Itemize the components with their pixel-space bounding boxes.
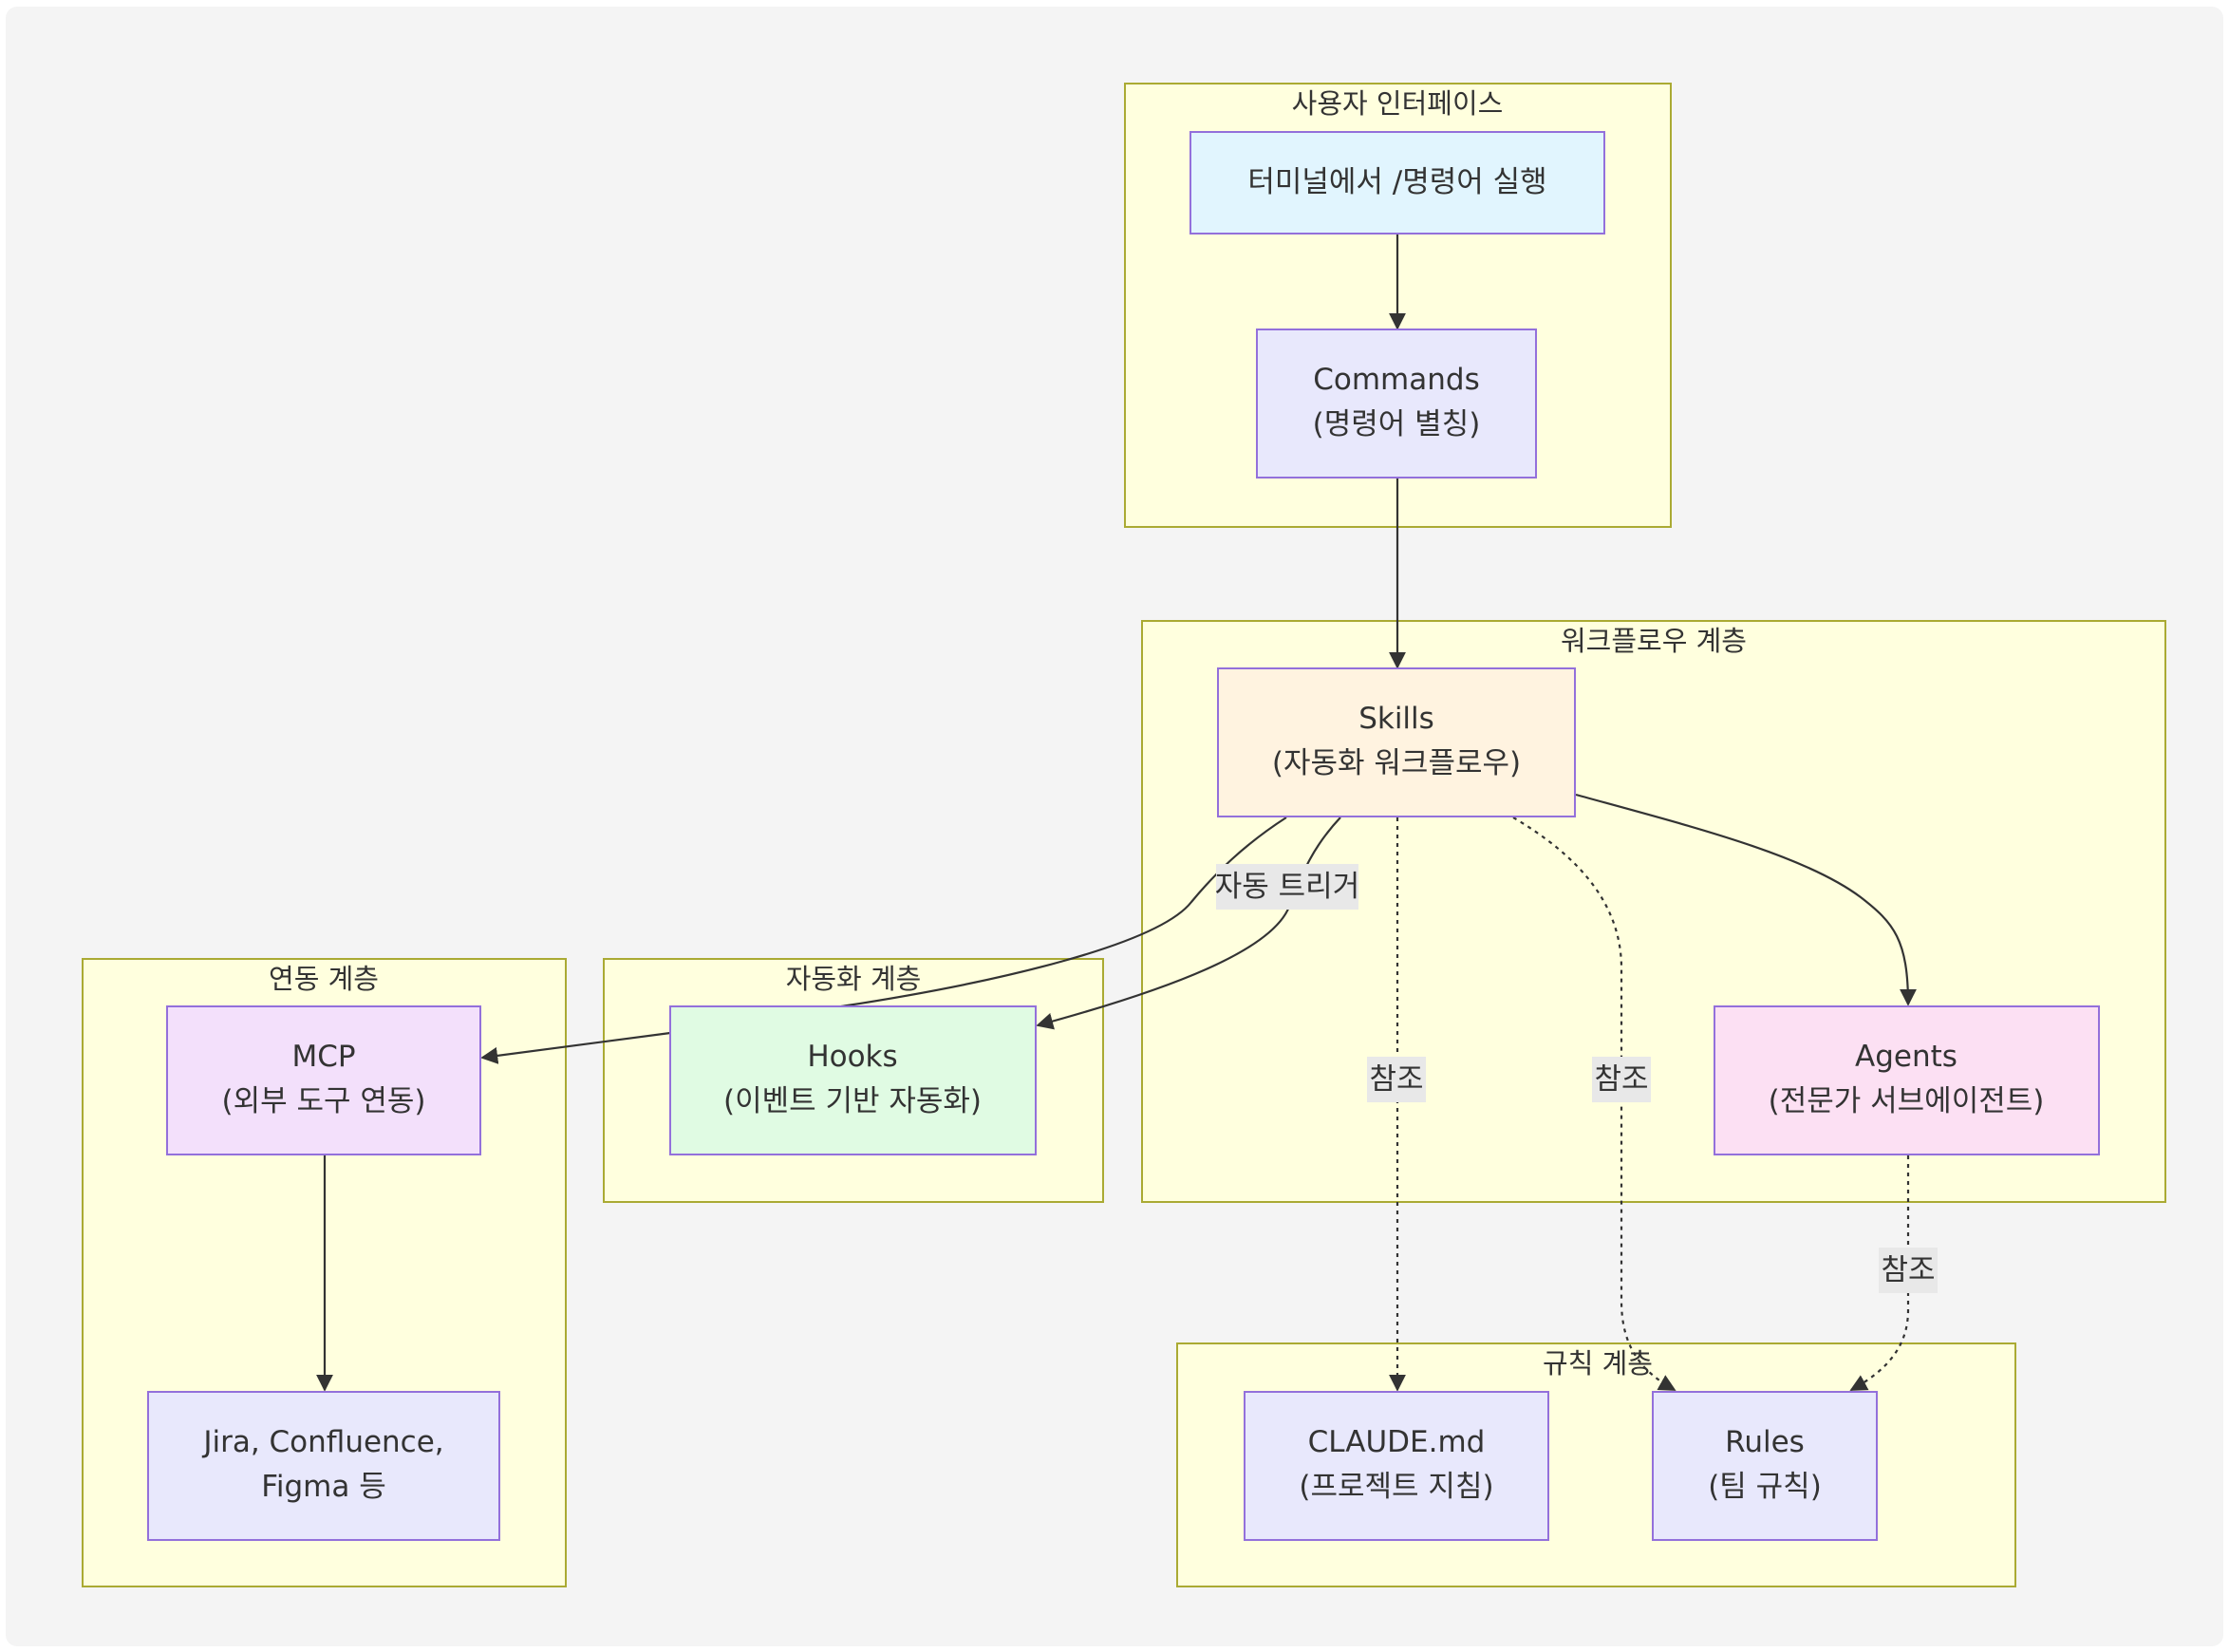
node-skills: Skills (자동화 워크플로우): [1217, 667, 1576, 817]
node-terminal-box: [1189, 131, 1605, 235]
svg-text:Rules: Rules: [1725, 1425, 1805, 1459]
node-commands: Commands (명령어 별칭): [1256, 329, 1537, 479]
node-claude-md-box: [1244, 1391, 1549, 1541]
node-terminal: 터미널에서 /명령어 실행: [1189, 131, 1605, 235]
node-rules-box: [1652, 1391, 1878, 1541]
node-external-tools: Jira, Confluence, Figma 등: [147, 1391, 500, 1541]
svg-text:자동 트리거: 자동 트리거: [1215, 870, 1359, 904]
svg-text:(자동화 워크플로우): (자동화 워크플로우): [1272, 746, 1521, 780]
cluster-workflow-layer-title: 워크플로우 계층: [1561, 625, 1747, 657]
svg-text:Hooks: Hooks: [807, 1040, 897, 1074]
svg-text:Skills: Skills: [1358, 702, 1434, 736]
node-mcp-box: [166, 1005, 481, 1155]
edge-label-auto-trigger: 자동 트리거: [1215, 864, 1359, 910]
edge-skills-to-hooks: [1036, 817, 1341, 1030]
svg-text:참조: 참조: [1369, 1062, 1423, 1097]
edge-skills-to-rules: [1512, 817, 1676, 1391]
edge-label-ref-rules: 참조: [1592, 1057, 1651, 1102]
node-hooks-box: [669, 1005, 1037, 1155]
node-hooks: Hooks (이벤트 기반 자동화): [669, 1005, 1037, 1155]
svg-text:(프로젝트 지침): (프로젝트 지침): [1299, 1470, 1493, 1504]
edge-label-ref-agents-rules: 참조: [1879, 1248, 1938, 1293]
cluster-automation-layer-title: 자동화 계층: [786, 963, 922, 995]
node-external-tools-box: [147, 1391, 500, 1541]
cluster-user-interface-title: 사용자 인터페이스: [1292, 87, 1504, 120]
edge-hooks-to-mcp: [480, 1031, 671, 1064]
node-agents-box: [1714, 1005, 2100, 1155]
svg-text:(전문가 서브에이전트): (전문가 서브에이전트): [1769, 1084, 2045, 1118]
svg-text:Jira, Confluence,: Jira, Confluence,: [201, 1425, 443, 1459]
node-commands-box: [1256, 329, 1537, 479]
svg-text:CLAUDE.md: CLAUDE.md: [1308, 1425, 1486, 1459]
svg-text:(외부 도구 연동): (외부 도구 연동): [221, 1084, 425, 1118]
svg-text:(명령어 별칭): (명령어 별칭): [1313, 407, 1481, 441]
node-rules: Rules (팀 규칙): [1652, 1391, 1878, 1541]
cluster-rules-layer-title: 규칙 계층: [1543, 1347, 1653, 1380]
node-skills-box: [1217, 667, 1576, 817]
node-mcp: MCP (외부 도구 연동): [166, 1005, 481, 1155]
cluster-integration-layer-title: 연동 계층: [269, 963, 379, 995]
node-agents: Agents (전문가 서브에이전트): [1714, 1005, 2100, 1155]
svg-text:참조: 참조: [1881, 1253, 1935, 1287]
svg-text:Commands: Commands: [1313, 363, 1479, 397]
svg-text:(팀 규칙): (팀 규칙): [1708, 1470, 1822, 1504]
svg-text:(이벤트 기반 자동화): (이벤트 기반 자동화): [723, 1084, 982, 1118]
svg-text:Agents: Agents: [1855, 1040, 1957, 1074]
node-claude-md: CLAUDE.md (프로젝트 지침): [1244, 1391, 1549, 1541]
edge-skills-to-agents: [1575, 793, 1917, 1006]
svg-text:MCP: MCP: [291, 1040, 355, 1074]
edges: [316, 235, 1917, 1392]
svg-text:터미널에서 /명령어 실행: 터미널에서 /명령어 실행: [1247, 165, 1546, 199]
svg-text:참조: 참조: [1594, 1062, 1648, 1097]
svg-text:Figma 등: Figma 등: [261, 1470, 385, 1504]
edge-label-ref-claude: 참조: [1367, 1057, 1426, 1102]
edge-skills-to-mcp-line: [840, 817, 1287, 1008]
